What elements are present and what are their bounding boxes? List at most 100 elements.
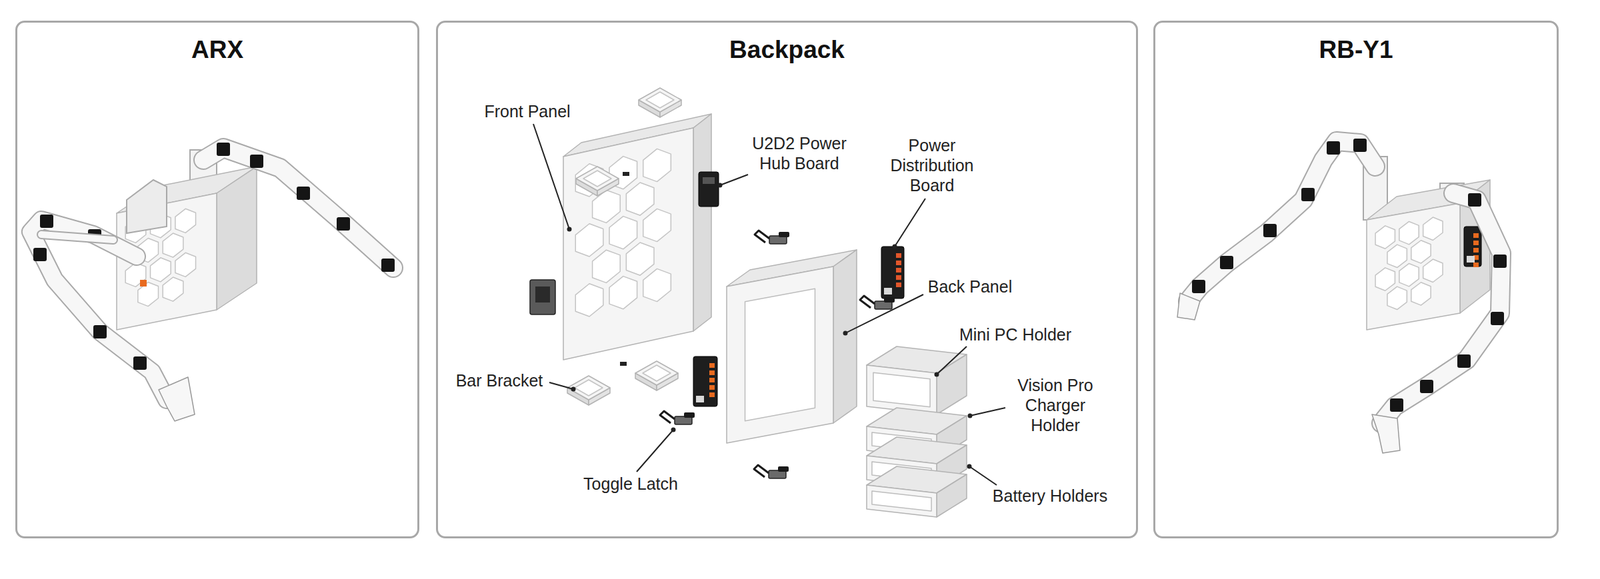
arm-link (1188, 141, 1376, 302)
arm-joint (1390, 398, 1404, 412)
circuit-board (881, 246, 904, 299)
hex-opening (1375, 268, 1395, 291)
hex-opening (643, 208, 672, 242)
bar-bracket-opening (583, 170, 612, 187)
battery-holder (866, 485, 937, 518)
arm-joint (381, 258, 395, 272)
panel-title: Backpack (438, 36, 1136, 64)
hex-opening (626, 242, 654, 276)
connector-block (1473, 248, 1479, 253)
connector-block (896, 260, 902, 266)
arm-joint (216, 142, 230, 156)
arm-link (203, 148, 394, 268)
front-panel-side (693, 114, 712, 332)
part-label: Power Distribution Board (879, 135, 985, 196)
leader-dot (567, 227, 572, 232)
terminal (696, 396, 704, 403)
leader-line (969, 466, 997, 486)
mini-pc-holder-side (936, 354, 967, 415)
leader-line (533, 124, 570, 230)
hex-opening (1387, 286, 1407, 310)
panel-box: RB-Y1 (1153, 20, 1559, 539)
arm-joint (1326, 141, 1340, 155)
leader-line (549, 382, 574, 390)
rby1-body (1366, 203, 1460, 330)
part-label: Battery Holders (990, 486, 1110, 506)
connector-block (709, 370, 715, 376)
hex-opening (1411, 282, 1431, 306)
part-label: Vision Pro Charger Holder (1006, 375, 1105, 436)
hex-opening (1399, 263, 1419, 286)
toggle-latch-lever (884, 297, 895, 303)
bar-bracket (576, 166, 619, 191)
hex-opening (1423, 259, 1443, 282)
toggle-latch-loop (660, 411, 675, 424)
back-panel-opening (745, 288, 816, 422)
hex-opening (592, 250, 621, 283)
toggle-latch-loop (860, 296, 875, 308)
hex-opening (1399, 221, 1419, 244)
handle-grip (1372, 414, 1400, 454)
mini-pc-holder (866, 365, 937, 415)
connector-block (709, 378, 715, 383)
connector-block (1473, 262, 1479, 268)
arm-joint (1493, 254, 1507, 268)
hex-opening (175, 252, 196, 277)
bar-bracket-opening (646, 92, 674, 108)
arm-link (1381, 193, 1502, 424)
hex-opening (643, 268, 672, 302)
hex-opening (609, 216, 638, 250)
panel-box: Backpack (436, 20, 1138, 539)
circuit-board (1464, 226, 1482, 267)
hex-opening (1423, 217, 1443, 240)
arm-joint (1420, 380, 1434, 394)
leader-dot (892, 244, 898, 250)
part-label: Front Panel (481, 101, 573, 122)
arm-link-outline (30, 220, 167, 400)
part-label: U2D2 Power Hub Board (743, 133, 856, 174)
part-label: Mini PC Holder (956, 324, 1074, 345)
arm-joint (250, 154, 264, 168)
panel-box: ARX (15, 20, 420, 539)
leader-dot (968, 414, 973, 419)
arm-joint (93, 325, 107, 339)
hex-opening (1387, 244, 1407, 268)
hex-opening (575, 224, 604, 257)
back-panel-side (833, 250, 857, 424)
hex-opening (609, 276, 638, 310)
arm-link (30, 220, 167, 400)
part-label: Bar Bracket (453, 370, 546, 391)
leader-line (636, 430, 674, 472)
arm-joint (1263, 224, 1277, 238)
screw (622, 172, 630, 176)
chip (702, 177, 715, 184)
screw (620, 362, 627, 366)
hex-opening (150, 258, 172, 282)
connector-block (896, 275, 902, 280)
arm-joint (1301, 188, 1315, 202)
arm-link-outline (203, 148, 394, 268)
leader-dot (934, 372, 940, 378)
leader-dot (718, 183, 723, 188)
battery-holder-opening (872, 491, 932, 512)
hex-opening (575, 284, 604, 317)
panel-title: ARX (17, 36, 418, 64)
leader-line (845, 294, 924, 334)
hex-opening (162, 233, 184, 258)
connector-block (896, 268, 902, 273)
arm-joint (1490, 312, 1504, 326)
panel-title: RB-Y1 (1155, 36, 1557, 64)
leader-line (720, 174, 748, 186)
leader-line (936, 346, 967, 375)
leader-dot (571, 387, 576, 392)
connector-block (1473, 240, 1479, 246)
leader-dot (843, 331, 848, 336)
power-module-face (535, 286, 550, 303)
back-panel (726, 266, 834, 444)
toggle-latch-lever (778, 232, 790, 238)
connector-block (709, 392, 715, 398)
circuit-board (698, 172, 719, 207)
bar-bracket-opening (574, 380, 603, 396)
backpack-exploded (530, 88, 1006, 518)
